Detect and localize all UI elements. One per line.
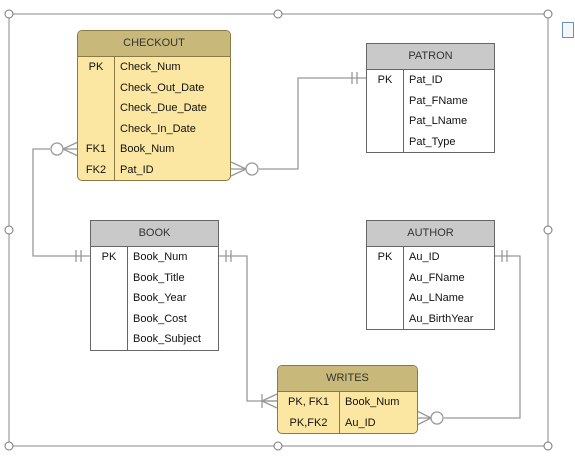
attribute-row: Au_LName — [367, 288, 494, 309]
attribute-row: PK,FK2 Au_ID — [278, 412, 417, 433]
attribute-name: Pat_LName — [409, 115, 468, 127]
entity-title: AUTHOR — [367, 221, 494, 247]
attribute-name: Book_Cost — [133, 312, 187, 325]
key-label: FK2 — [78, 159, 115, 180]
key-label — [78, 118, 115, 139]
attribute-row: PK Book_Num — [91, 247, 218, 268]
attribute-name: Au_BirthYear — [409, 312, 474, 325]
attribute-name: Au_LName — [409, 292, 465, 304]
entity-title: WRITES — [278, 366, 417, 392]
attribute-name: Book_Num — [345, 396, 400, 408]
attribute-name: Check_Due_Date — [120, 102, 207, 114]
key-label — [367, 308, 404, 329]
attribute-row: Au_BirthYear — [367, 308, 494, 329]
attribute-name: Pat_FName — [409, 94, 468, 107]
attribute-name: Pat_ID — [409, 74, 443, 86]
relationship-book-writes[interactable] — [218, 250, 278, 409]
attribute-name: Book_Title — [133, 271, 185, 284]
attribute-row: Book_Year — [91, 288, 218, 309]
entity-writes[interactable]: WRITES PK, FK1 Book_Num PK,FK2 Au_ID — [277, 365, 418, 434]
key-label — [367, 131, 404, 152]
entity-title: BOOK — [91, 221, 218, 247]
resize-handle-top-right[interactable] — [543, 9, 553, 19]
attribute-row: Pat_LName — [367, 111, 494, 132]
key-label — [367, 111, 404, 132]
relationship-patron-checkout[interactable] — [230, 72, 366, 177]
attribute-name: Au_ID — [345, 416, 376, 429]
entity-checkout[interactable]: CHECKOUT PK Check_Num Check_Out_Date Chec… — [77, 30, 231, 181]
resize-handle-bottom[interactable] — [273, 441, 283, 451]
key-label — [367, 267, 404, 288]
key-label — [367, 90, 404, 111]
attribute-name: Au_ID — [409, 251, 440, 263]
key-label: FK1 — [78, 139, 115, 160]
attribute-row: FK2 Pat_ID — [78, 159, 230, 180]
entity-book[interactable]: BOOK PK Book_Num Book_Title Book_Year Boo… — [90, 220, 219, 351]
attribute-name: Pat_ID — [120, 163, 154, 176]
key-label — [91, 267, 128, 288]
key-label — [91, 308, 128, 329]
resize-handle-top-left[interactable] — [4, 9, 14, 19]
attribute-row: Book_Cost — [91, 308, 218, 329]
resize-handle-bottom-right[interactable] — [543, 441, 553, 451]
entity-title: CHECKOUT — [78, 31, 230, 57]
attribute-row: FK1 Book_Num — [78, 139, 230, 160]
attribute-name: Pat_Type — [409, 135, 456, 148]
relationship-book-checkout[interactable] — [32, 141, 90, 262]
attribute-name: Check_Num — [120, 61, 181, 73]
attribute-row: Pat_FName — [367, 90, 494, 111]
attribute-row: PK Check_Num — [78, 57, 230, 78]
key-label: PK,FK2 — [278, 412, 340, 433]
entity-patron[interactable]: PATRON PK Pat_ID Pat_FName Pat_LName Pat_… — [366, 43, 495, 153]
key-label — [91, 329, 128, 350]
attribute-row: Au_FName — [367, 267, 494, 288]
key-label — [91, 288, 128, 309]
key-label: PK — [367, 70, 404, 91]
key-label: PK — [91, 247, 128, 268]
selection-frame — [4, 9, 553, 451]
attribute-row: Pat_Type — [367, 131, 494, 152]
panel-toggle-icon[interactable] — [562, 22, 574, 38]
relationship-author-writes[interactable] — [416, 250, 521, 426]
attribute-row: PK Au_ID — [367, 247, 494, 268]
attribute-name: Check_In_Date — [120, 122, 196, 135]
attribute-row: Check_In_Date — [78, 118, 230, 139]
key-label: PK — [367, 247, 404, 268]
attribute-row: Book_Title — [91, 267, 218, 288]
attribute-row: Check_Due_Date — [78, 98, 230, 119]
entity-author[interactable]: AUTHOR PK Au_ID Au_FName Au_LName Au_Birt… — [366, 220, 495, 330]
resize-handle-bottom-left[interactable] — [4, 441, 14, 451]
attribute-row: Book_Subject — [91, 329, 218, 350]
resize-handle-left[interactable] — [4, 225, 14, 235]
attribute-row: Check_Out_Date — [78, 77, 230, 98]
key-label — [78, 77, 115, 98]
resize-handle-right[interactable] — [543, 225, 553, 235]
resize-handle-top[interactable] — [273, 9, 283, 19]
key-label — [78, 98, 115, 119]
attribute-row: PK Pat_ID — [367, 70, 494, 91]
attribute-name: Book_Num — [133, 251, 188, 263]
attribute-name: Book_Num — [120, 143, 175, 155]
attribute-name: Book_Year — [133, 292, 187, 304]
attribute-name: Check_Out_Date — [120, 81, 205, 94]
entity-title: PATRON — [367, 44, 494, 70]
key-label — [367, 288, 404, 309]
attribute-row: PK, FK1 Book_Num — [278, 392, 417, 413]
attribute-name: Book_Subject — [133, 333, 201, 345]
attribute-name: Au_FName — [409, 271, 465, 284]
key-label: PK, FK1 — [278, 392, 340, 413]
key-label: PK — [78, 57, 115, 78]
